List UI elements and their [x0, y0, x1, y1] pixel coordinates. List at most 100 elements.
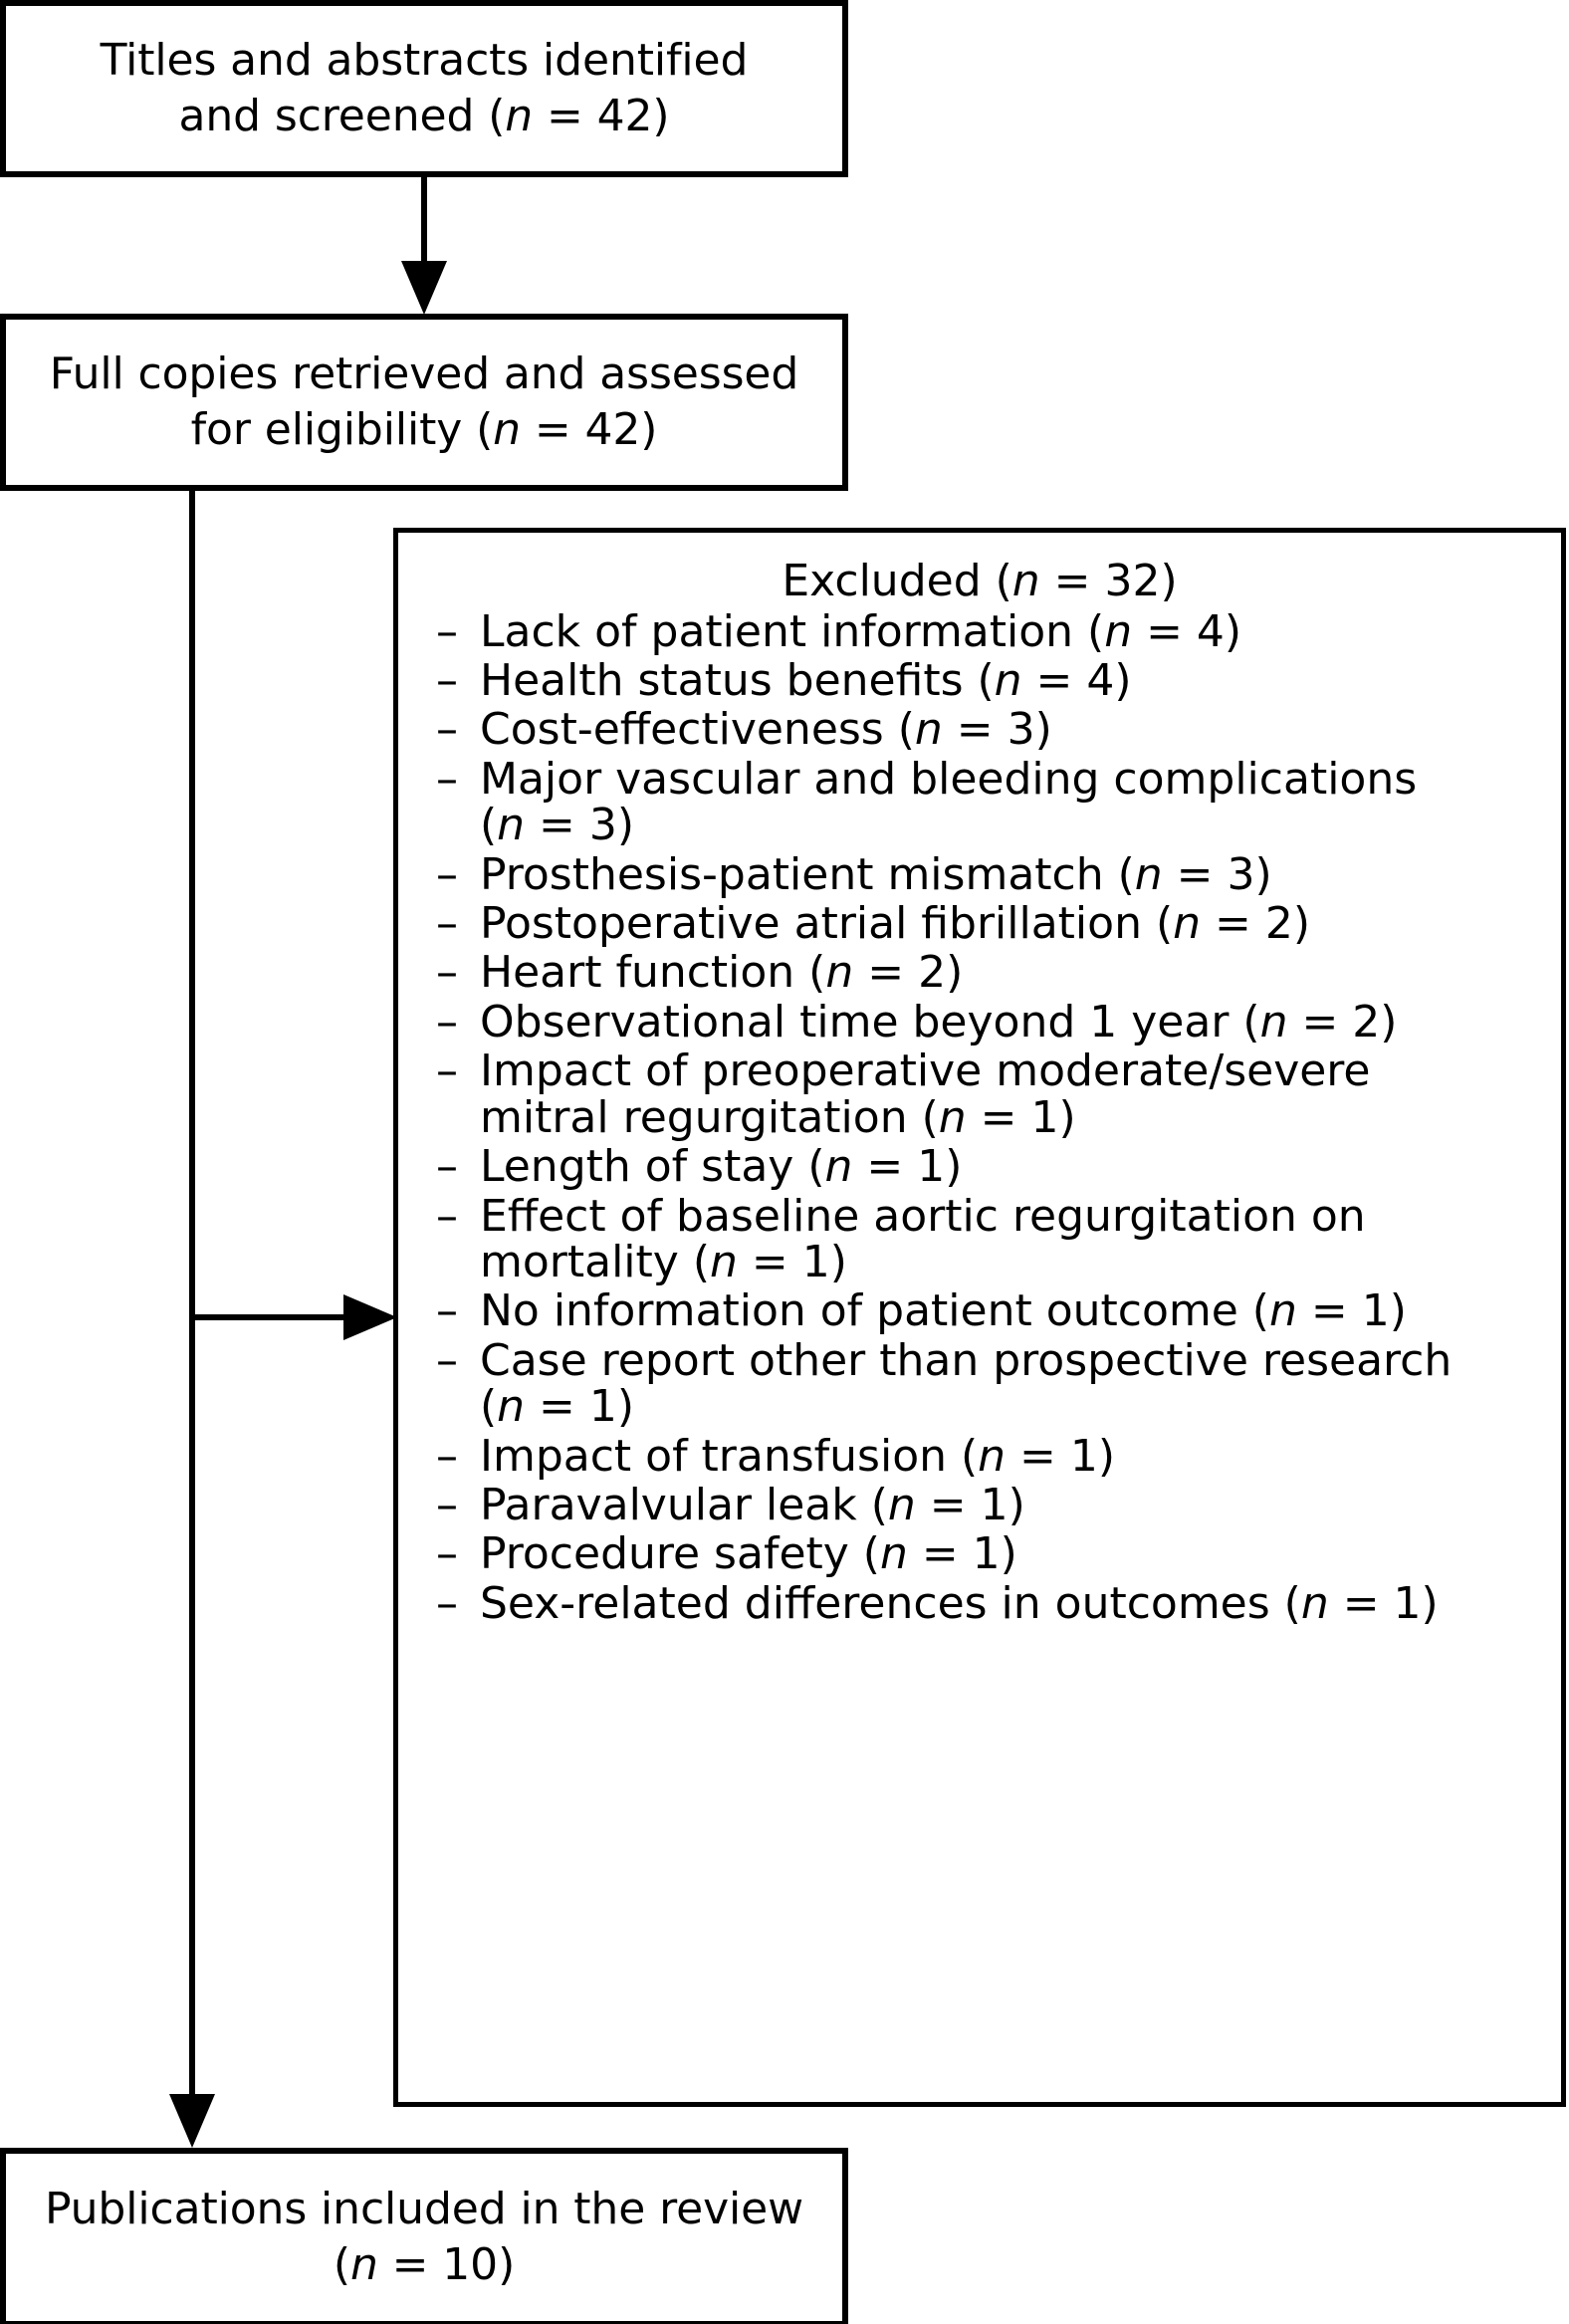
reason-count-tail: = 2) [1287, 996, 1398, 1047]
node-screened-line2: and screened (n = 42) [179, 89, 670, 144]
reason-text: No information of patient outcome ( [480, 1285, 1269, 1337]
reason-count-tail: = 1) [737, 1236, 847, 1287]
node-included-line2-prefix: ( [333, 2239, 350, 2290]
list-item: –Paravalvular leak (n = 1) [436, 1479, 1543, 1531]
node-fulltext-line2: for eligibility (n = 42) [191, 402, 658, 458]
dash-bullet-icon: – [436, 1046, 458, 1097]
excluded-title-prefix: Excluded ( [782, 556, 1012, 606]
reason-count-tail: = 3) [942, 704, 1052, 756]
reason-n-symbol: n [497, 1381, 526, 1433]
node-screened-line2-suffix: = 42) [533, 91, 670, 141]
list-item: –Health status benefits (n = 4) [436, 655, 1543, 707]
reason-n-symbol: n [994, 655, 1022, 707]
arrow-right-icon-to-excluded [343, 1294, 397, 1340]
reason-count-tail: = 1) [1328, 1577, 1439, 1629]
node-titles-abstracts-screened: Titles and abstracts identified and scre… [0, 0, 848, 177]
dash-bullet-icon: – [436, 1430, 458, 1482]
reason-n-symbol: n [938, 1091, 967, 1143]
list-item: –Sex-related differences in outcomes (n … [436, 1577, 1543, 1630]
reason-count-tail: = 3) [525, 800, 635, 851]
list-item: –Case report other than prospective rese… [436, 1334, 1543, 1434]
reason-text: Effect of baseline aortic regurgitation … [480, 1190, 1366, 1242]
reason-n-symbol: n [1259, 996, 1288, 1047]
reason-n-symbol: n [879, 1528, 908, 1580]
reason-text: Procedure safety ( [480, 1528, 880, 1580]
reason-text: Health status benefits ( [480, 655, 995, 707]
dash-bullet-icon: – [436, 1479, 458, 1530]
dash-bullet-icon: – [436, 1190, 458, 1242]
reason-n-symbol: n [824, 1141, 853, 1193]
list-item: –Lack of patient information (n = 4) [436, 605, 1543, 658]
connector-screened-to-fulltext-line [421, 177, 427, 297]
dash-bullet-icon: – [436, 1528, 458, 1580]
excluded-title-suffix: = 32) [1039, 556, 1178, 606]
node-included-n-symbol: n [349, 2239, 378, 2290]
reason-text: Postoperative atrial fibrillation ( [480, 898, 1174, 950]
reason-n-symbol: n [825, 947, 854, 999]
reason-n-symbol: n [1104, 605, 1133, 657]
dash-bullet-icon: – [436, 655, 458, 707]
node-screened-line2-prefix: and screened ( [178, 91, 506, 141]
reason-text: Case report other than prospective resea… [480, 1334, 1453, 1386]
list-item: –Impact of transfusion (n = 1) [436, 1430, 1543, 1483]
reason-text: Length of stay ( [480, 1141, 825, 1193]
list-item: –Prosthesis-patient mismatch (n = 3) [436, 848, 1543, 901]
reason-text: Cost-effectiveness ( [480, 704, 915, 756]
dash-bullet-icon: – [436, 996, 458, 1047]
reason-text: Observational time beyond 1 year ( [480, 996, 1260, 1047]
dash-bullet-icon: – [436, 1141, 458, 1193]
reason-wrap-prefix: mitral regurgitation ( [480, 1091, 939, 1143]
reason-n-symbol: n [709, 1236, 738, 1287]
reason-n-symbol: n [497, 800, 526, 851]
node-fulltext-line2-prefix: for eligibility ( [190, 404, 494, 455]
list-item: –Major vascular and bleeding complicatio… [436, 753, 1543, 852]
connector-fulltext-to-included-line [189, 491, 195, 2104]
excluded-panel-title: Excluded (n = 32) [398, 556, 1561, 606]
reason-count-tail: = 4) [1132, 605, 1242, 657]
dash-bullet-icon: – [436, 848, 458, 900]
reason-count-tail: = 1) [966, 1091, 1076, 1143]
dash-bullet-icon: – [436, 1285, 458, 1337]
list-item: –Postoperative atrial fibrillation (n = … [436, 898, 1543, 950]
reason-n-symbol: n [978, 1430, 1007, 1482]
node-full-copies-assessed: Full copies retrieved and assessed for e… [0, 314, 848, 491]
excluded-title-n-symbol: n [1011, 556, 1040, 606]
arrow-down-icon-screened-to-fulltext [401, 261, 447, 315]
dash-bullet-icon: – [436, 605, 458, 657]
dash-bullet-icon: – [436, 947, 458, 999]
reason-count-tail: = 2) [1201, 898, 1311, 950]
reason-n-symbol: n [1268, 1285, 1297, 1337]
reason-n-symbol: n [1134, 848, 1163, 900]
reason-n-symbol: n [1300, 1577, 1329, 1629]
reason-text: Paravalvular leak ( [480, 1479, 888, 1530]
dash-bullet-icon: – [436, 753, 458, 805]
list-item: –Cost-effectiveness (n = 3) [436, 707, 1543, 756]
node-fulltext-line2-suffix: = 42) [520, 404, 658, 455]
node-included-line2-suffix: = 10) [377, 2239, 516, 2290]
node-fulltext-line1: Full copies retrieved and assessed [49, 348, 799, 399]
reason-count-tail: = 4) [1021, 655, 1132, 707]
reason-n-symbol: n [914, 704, 943, 756]
reason-wrap-prefix: ( [480, 1381, 498, 1433]
reason-text: Heart function ( [480, 947, 826, 999]
connector-branch-to-excluded-line [189, 1314, 353, 1320]
list-item: –No information of patient outcome (n = … [436, 1285, 1543, 1337]
reason-wrap-prefix: mortality ( [480, 1236, 710, 1287]
node-included-line1: Publications included in the review [44, 2183, 803, 2234]
node-included-line2: (n = 10) [334, 2237, 515, 2293]
reason-text: Prosthesis-patient mismatch ( [480, 848, 1135, 900]
reason-count-tail: = 1) [907, 1528, 1017, 1580]
reason-count-tail: = 1) [915, 1479, 1025, 1530]
reason-count-tail: = 3) [1162, 848, 1272, 900]
node-publications-included: Publications included in the review (n =… [0, 2148, 848, 2324]
dash-bullet-icon: – [436, 1577, 458, 1629]
list-item: –Heart function (n = 2) [436, 950, 1543, 999]
reason-text: Lack of patient information ( [480, 605, 1105, 657]
list-item: –Observational time beyond 1 year (n = 2… [436, 996, 1543, 1048]
arrow-down-icon-fulltext-to-included [169, 2094, 215, 2148]
reason-count-tail: = 2) [853, 947, 964, 999]
node-screened-n-symbol: n [505, 91, 534, 141]
reason-count-tail: = 1) [525, 1381, 635, 1433]
